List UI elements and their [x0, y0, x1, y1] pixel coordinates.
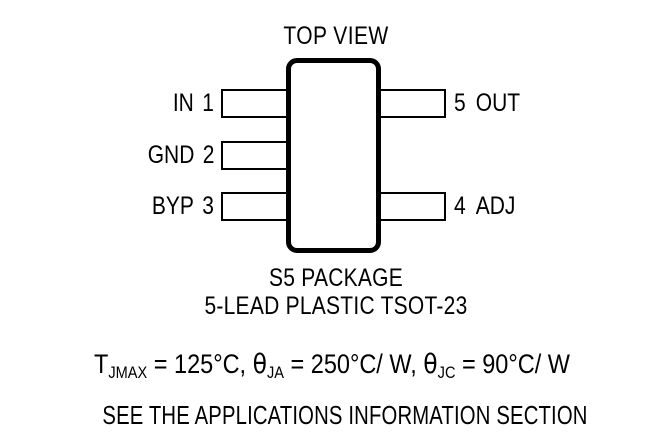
pin-name-3: BYP [151, 192, 194, 220]
pin-number-5: 5 [454, 89, 466, 117]
pin-number-4: 4 [454, 192, 466, 220]
pin-name-1: IN [172, 89, 194, 117]
pin-lead-1 [221, 89, 291, 118]
pin-label-2: GND 2 [147, 141, 214, 170]
pin-name-5: OUT [475, 89, 521, 117]
pin-label-5: 5 OUT [454, 89, 520, 118]
package-description-label: 5-LEAD PLASTIC TSOT-23 [204, 292, 468, 320]
pin-name-4: ADJ [475, 192, 516, 220]
tjmax-symbol: T [94, 349, 109, 379]
pin-label-3: BYP 3 [152, 192, 214, 221]
applications-information-note: SEE THE APPLICATIONS INFORMATION SECTION [102, 400, 588, 430]
theta-jc-subscript: JC [437, 363, 456, 383]
package-body-outline [286, 58, 381, 253]
theta-jc-value: = 90°C/ W [455, 349, 570, 379]
tjmax-subscript: JMAX [108, 363, 148, 383]
package-diagram: IN 1 GND 2 BYP 3 5 OUT 4 ADJ [147, 58, 520, 253]
pin-number-1: 1 [202, 89, 214, 117]
theta-ja-symbol: θ [252, 349, 267, 380]
pin-label-1: IN 1 [173, 89, 214, 118]
top-view-label: TOP VIEW [283, 22, 389, 50]
pin-number-2: 2 [202, 141, 214, 169]
pin-lead-4 [376, 192, 446, 221]
tjmax-value: = 125°C, [147, 349, 253, 379]
pin-name-2: GND [147, 141, 194, 169]
pin-lead-3 [221, 192, 291, 221]
pin-lead-2 [221, 141, 291, 170]
package-name-label: S5 PACKAGE [268, 264, 404, 292]
pin-number-3: 3 [202, 192, 214, 220]
thermal-specification: TJMAX = 125°C, θJA = 250°C/ W, θJC = 90°… [43, 349, 621, 383]
pin-lead-5 [376, 89, 446, 118]
pin-label-4: 4 ADJ [454, 192, 515, 221]
theta-jc-symbol: θ [423, 349, 438, 380]
theta-ja-value: = 250°C/ W, [283, 349, 424, 379]
theta-ja-subscript: JA [266, 363, 284, 383]
